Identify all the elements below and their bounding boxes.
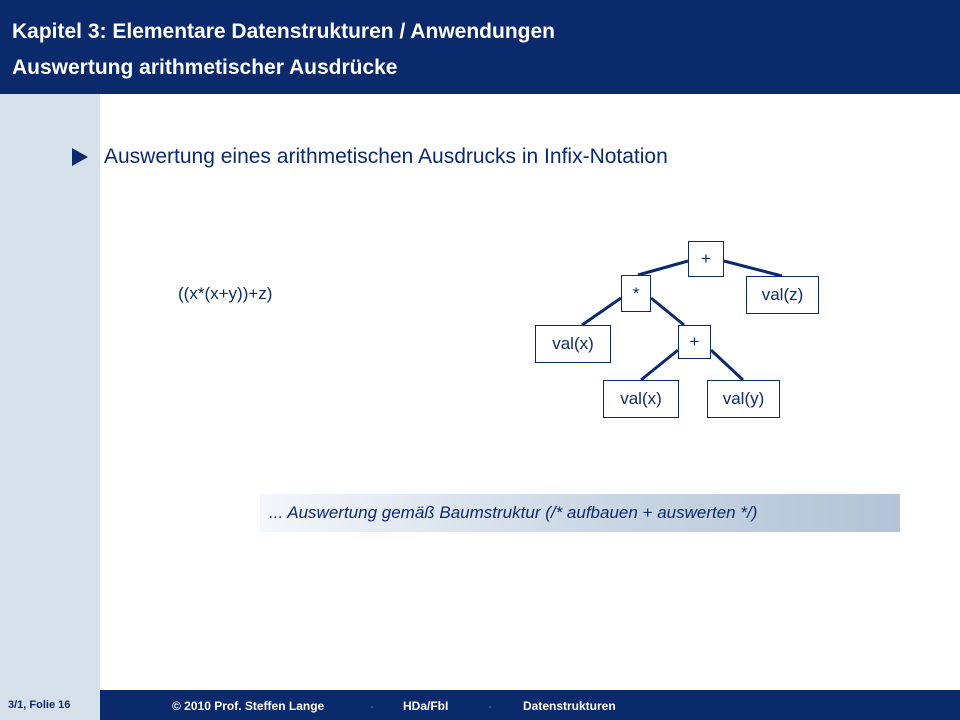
slide-header: Kapitel 3: Elementare Datenstrukturen / … bbox=[0, 0, 960, 94]
footer-institute: HDa/FbI bbox=[403, 699, 449, 713]
slide-number: 3/1, Folie 16 bbox=[0, 690, 100, 720]
tree-node-val-x: val(x) bbox=[603, 380, 679, 418]
edge-mul-right bbox=[650, 296, 685, 327]
tree-node-root: + bbox=[688, 241, 724, 277]
tree-node-val-x-left: val(x) bbox=[535, 325, 611, 363]
edge-mul-left bbox=[581, 296, 622, 327]
chapter-title: Kapitel 3: Elementare Datenstrukturen / … bbox=[12, 20, 555, 43]
footer-separator-2: - bbox=[488, 699, 492, 713]
bullet-point: Auswertung eines arithmetischen Ausdruck… bbox=[72, 142, 668, 172]
tree-node-val-y: val(y) bbox=[707, 380, 780, 418]
evaluation-note-text: ... Auswertung gemäß Baumstruktur (/* au… bbox=[269, 503, 758, 522]
tree-node-val-z: val(z) bbox=[746, 276, 819, 314]
tree-node-plus: + bbox=[678, 325, 711, 359]
edge-root-left bbox=[637, 259, 689, 277]
footer-copyright: © 2010 Prof. Steffen Lange bbox=[172, 699, 325, 713]
left-sidebar bbox=[0, 94, 100, 690]
infix-expression: ((x*(x+y))+z) bbox=[178, 284, 273, 303]
triangle-bullet-icon bbox=[72, 148, 88, 166]
footer-course: Datenstrukturen bbox=[523, 699, 616, 713]
footer-separator-1: - bbox=[370, 699, 374, 713]
edge-plus-left bbox=[640, 348, 679, 382]
slide-title: Auswertung arithmetischer Ausdrücke bbox=[12, 56, 398, 79]
footer-bar: © 2010 Prof. Steffen Lange - HDa/FbI - D… bbox=[100, 690, 960, 720]
bullet-text: Auswertung eines arithmetischen Ausdruck… bbox=[104, 145, 668, 168]
evaluation-note: ... Auswertung gemäß Baumstruktur (/* au… bbox=[260, 494, 900, 532]
edge-root-right bbox=[723, 259, 783, 278]
tree-node-multiply: * bbox=[621, 275, 651, 312]
slide-footer: 3/1, Folie 16 © 2010 Prof. Steffen Lange… bbox=[0, 690, 960, 720]
edge-plus-right bbox=[709, 348, 745, 382]
